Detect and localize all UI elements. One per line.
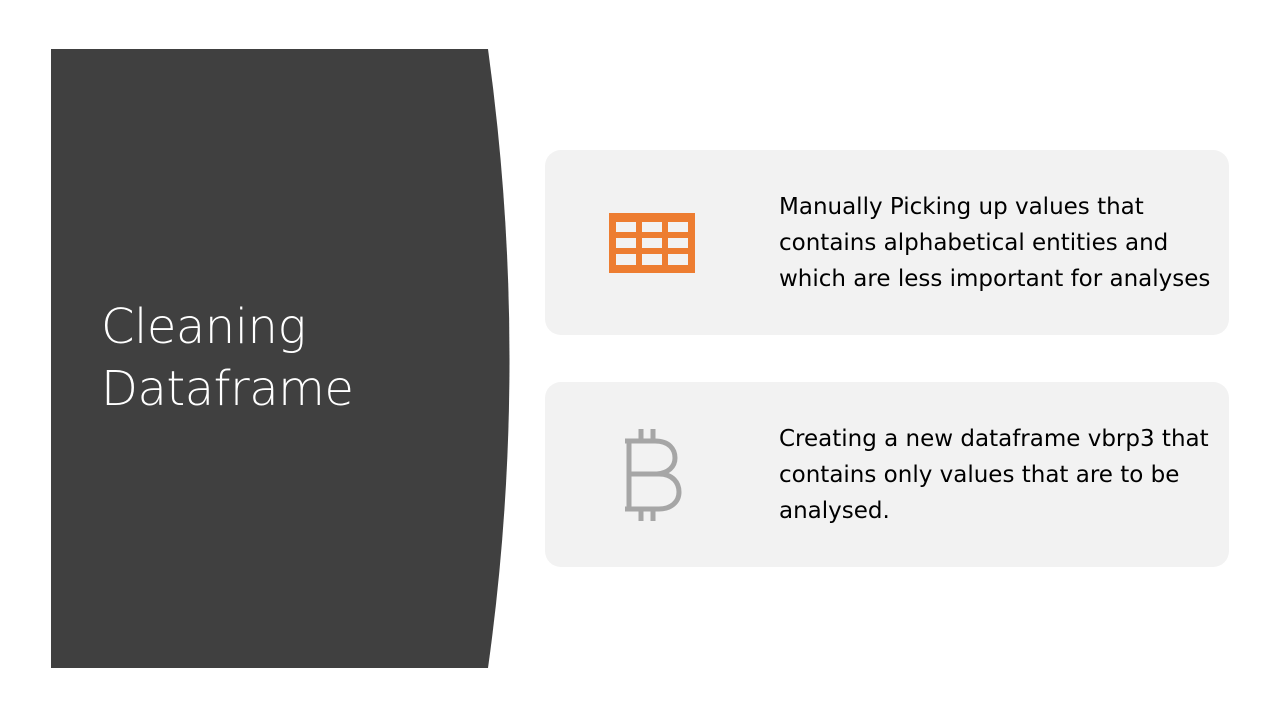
slide-title: Cleaning Dataframe <box>101 296 481 420</box>
card-2-text: Creating a new dataframe vbrp3 that cont… <box>779 425 1209 524</box>
content-card-2: Creating a new dataframe vbrp3 that cont… <box>545 382 1229 567</box>
card-1-text: Manually Picking up values that contains… <box>779 193 1211 292</box>
table-icon <box>600 191 704 295</box>
bitcoin-icon <box>600 423 704 527</box>
slide-title-line-2: Dataframe <box>101 361 354 417</box>
slide-title-line-1: Cleaning <box>101 299 306 355</box>
content-card-1: Manually Picking up values that contains… <box>545 150 1229 335</box>
